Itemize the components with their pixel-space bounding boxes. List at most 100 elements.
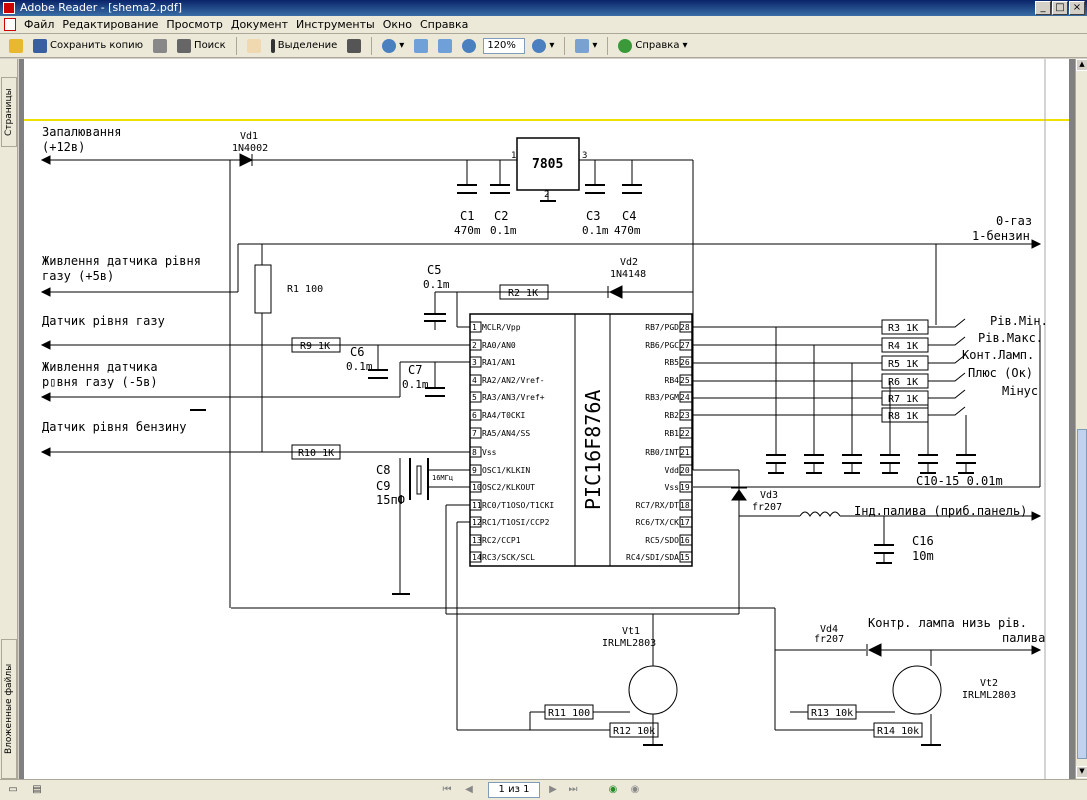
zoom-input[interactable]: 120% — [483, 37, 526, 54]
zoom-out-button[interactable] — [459, 36, 479, 56]
pin-box — [469, 427, 482, 439]
pin-label: RC3/SCK/SCL — [482, 553, 535, 562]
pin-number: 4 — [472, 376, 477, 385]
scroll-up-arrow[interactable]: ▲ — [1076, 59, 1087, 71]
select-tool-button[interactable]: Выделение — [268, 36, 341, 56]
pin-number: 16 — [680, 536, 690, 545]
menu-window[interactable]: Окно — [382, 18, 412, 31]
c2v: 0.1m — [490, 224, 517, 237]
pin-label: RA2/AN2/Vref- — [482, 376, 545, 385]
magnifier-icon — [382, 38, 397, 53]
scroll-down-arrow[interactable]: ▼ — [1076, 766, 1087, 778]
rotate-button[interactable]: ▾ — [572, 36, 600, 56]
last-page-button[interactable]: ⏭ — [568, 784, 578, 795]
menu-tools[interactable]: Инструменты — [296, 18, 375, 31]
gas-supply2: газу (+5в) — [42, 269, 114, 283]
pin-box — [679, 499, 693, 511]
vd4v: fr207 — [814, 634, 844, 645]
vd1v: 1N4002 — [232, 143, 268, 154]
fit-width-button[interactable] — [435, 36, 455, 56]
zoom-tool-button[interactable]: ▾ — [379, 36, 407, 56]
neg-supply: Живлення датчика — [42, 360, 158, 374]
back-button[interactable]: ◉ — [608, 784, 618, 795]
menu-view[interactable]: Просмотр — [166, 18, 223, 31]
search-label: Поиск — [194, 40, 226, 51]
pin-number: 3 — [472, 358, 477, 367]
help-button[interactable]: Справка▾ — [615, 36, 690, 56]
menu-file[interactable]: Файл — [24, 18, 55, 31]
menu-edit[interactable]: Редактирование — [62, 18, 159, 31]
pin-number: 21 — [680, 448, 690, 457]
reg-out: 3 — [582, 151, 587, 161]
next-page-button[interactable]: ▶ — [549, 784, 557, 795]
page-number-input[interactable]: 1 из 1 — [488, 782, 540, 798]
c10: C10-15 0.01m — [916, 474, 1003, 488]
vertical-scrollbar[interactable]: ▲ ▼ — [1075, 59, 1087, 779]
pin-label: MCLR/Vpp — [482, 323, 521, 332]
first-page-button[interactable]: ⏮ — [442, 784, 452, 795]
minus-label: Мінус — [1002, 384, 1038, 398]
r6-label: R6 1K — [888, 377, 918, 388]
pin-label: RB4 — [665, 376, 680, 385]
separator — [371, 36, 373, 55]
snapshot-button[interactable] — [344, 36, 364, 56]
minus-icon — [462, 38, 477, 53]
pin-number: 9 — [472, 466, 477, 475]
fit-page-button[interactable] — [411, 36, 431, 56]
c9v: 15пФ — [376, 493, 405, 507]
c16v: 10m — [912, 549, 934, 563]
pin-box — [469, 391, 482, 403]
forward-button[interactable]: ◉ — [630, 784, 640, 795]
c9: C9 — [376, 479, 390, 493]
separator — [607, 36, 609, 55]
save-copy-label: Сохранить копию — [50, 40, 144, 51]
pin-number: 13 — [472, 536, 482, 545]
chevron-down-icon: ▾ — [592, 40, 598, 51]
pin-label: RC7/RX/DT — [636, 501, 680, 510]
gas-sensor: Датчик рівня газу — [42, 314, 165, 328]
maximize-button[interactable]: □ — [1052, 1, 1068, 15]
pin-box — [679, 321, 693, 333]
menu-bar: Файл Редактирование Просмотр Документ Ин… — [0, 16, 1087, 34]
search-button[interactable]: Поиск — [174, 36, 229, 56]
schematic-drawing: Запалювання(+12в)Живлення датчика рівняг… — [24, 59, 1069, 779]
prev-page-button[interactable]: ◀ — [465, 784, 473, 795]
tab-attachments[interactable]: Вложенные файлы — [1, 639, 17, 779]
chevron-down-icon: ▾ — [399, 40, 405, 51]
close-button[interactable]: × — [1069, 1, 1085, 15]
save-copy-button[interactable]: Сохранить копию — [30, 36, 146, 56]
r12: R12 10k — [613, 726, 655, 737]
menu-help[interactable]: Справка — [419, 18, 469, 31]
r4-label: R4 1K — [888, 341, 918, 352]
pin-label: RC1/T1OSI/CCP2 — [482, 518, 550, 527]
vt2v: IRLML2803 — [962, 690, 1016, 701]
scroll-thumb[interactable] — [1077, 429, 1087, 759]
pin-number: 26 — [680, 358, 690, 367]
layout-icon[interactable]: ▤ — [32, 784, 42, 795]
document-icon[interactable] — [4, 18, 16, 31]
title-bar: Adobe Reader - [shema2.pdf] _ □ × — [0, 0, 1087, 16]
pin-box — [679, 339, 693, 351]
minimize-button[interactable]: _ — [1035, 1, 1051, 15]
pin-label: Vss — [665, 483, 680, 492]
c4v: 470m — [614, 224, 641, 237]
c1v: 470m — [454, 224, 481, 237]
pin-box — [679, 427, 693, 439]
pin-number: 28 — [680, 323, 690, 332]
pin-label: Vdd — [665, 466, 680, 475]
adobe-reader-icon — [3, 2, 15, 14]
print-icon — [153, 38, 168, 53]
zoom-in-button[interactable]: ▾ — [529, 36, 557, 56]
pin-label: RA3/AN3/Vref+ — [482, 393, 545, 402]
r1: R1 100 — [287, 284, 323, 295]
print-button[interactable] — [150, 36, 170, 56]
tab-pages[interactable]: Страницы — [1, 77, 17, 147]
mode1: 0-газ — [996, 214, 1032, 228]
open-button[interactable] — [6, 36, 26, 56]
pin-label: RA0/AN0 — [482, 341, 516, 350]
pin-box — [469, 464, 482, 476]
c5: C5 — [427, 263, 441, 277]
hand-tool-button[interactable] — [244, 36, 264, 56]
menu-document[interactable]: Документ — [230, 18, 288, 31]
